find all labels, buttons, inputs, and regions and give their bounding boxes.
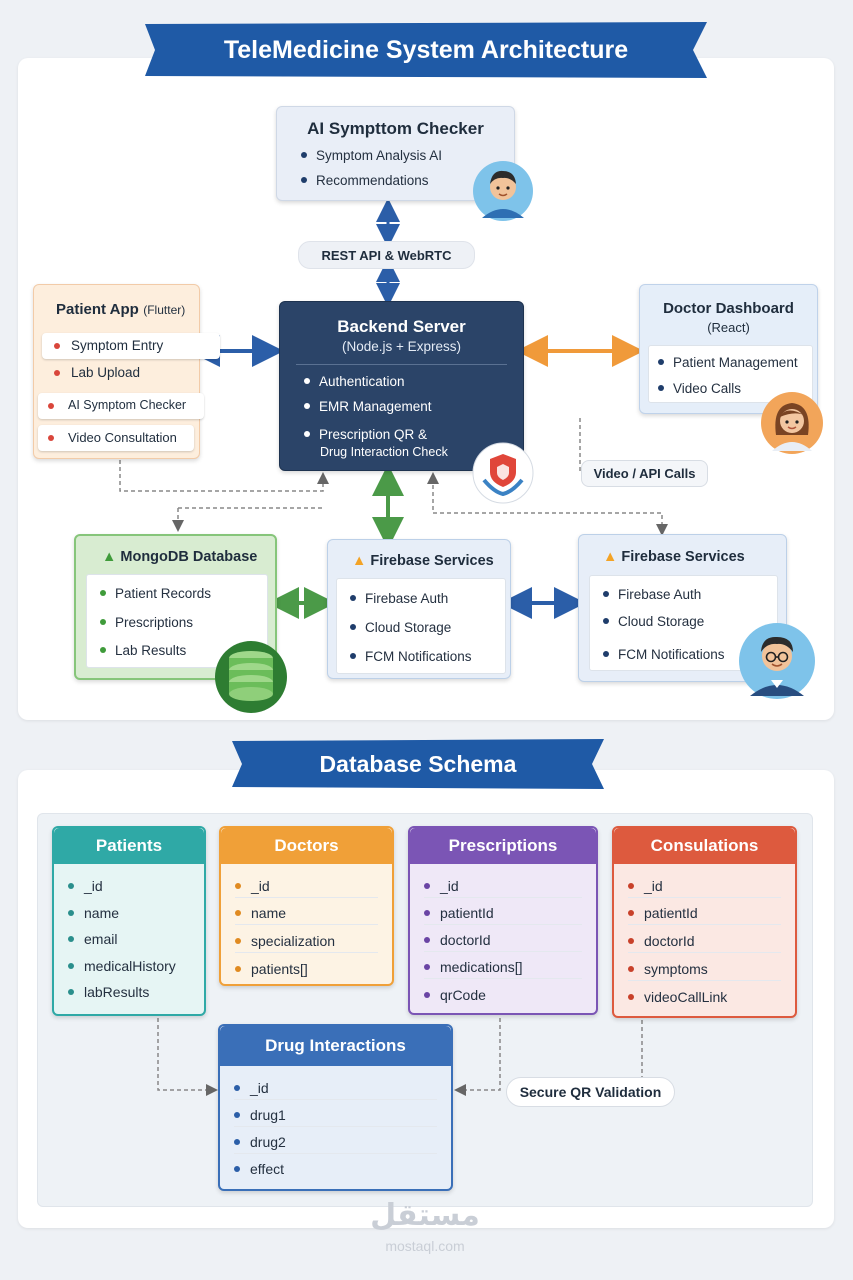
leaf-icon: ▲ xyxy=(102,549,117,565)
table-row: medications[] xyxy=(424,959,582,979)
ai-checker-title: AI Sympttom Checker xyxy=(307,119,484,138)
database-icon xyxy=(215,641,287,713)
doctor-dashboard-item: Video Calls xyxy=(658,381,741,396)
table-row: email xyxy=(68,931,190,950)
prescriptions-table: Prescriptions _id patientId doctorId med… xyxy=(408,826,598,1015)
doctor-dashboard-card: Doctor Dashboard (React) Patient Managem… xyxy=(639,284,818,414)
female-doctor-avatar xyxy=(761,392,823,454)
backend-title: Backend Server xyxy=(337,317,466,336)
watermark-site: mostaql.com xyxy=(385,1238,465,1254)
secure-qr-label: Secure QR Validation xyxy=(506,1077,675,1107)
patient-app-item: Symptom Entry xyxy=(42,333,220,359)
page-title: TeleMedicine System Architecture xyxy=(223,36,629,64)
patients-table: Patients _id name email medicalHistory l… xyxy=(52,826,206,1016)
mongodb-item: Prescriptions xyxy=(100,615,193,630)
firebase1-item: Cloud Storage xyxy=(350,620,451,635)
table-row: _id xyxy=(235,878,378,898)
mongodb-title: ▲ MongoDB Database xyxy=(102,549,258,565)
prescriptions-table-header: Prescriptions xyxy=(410,828,596,864)
doctor-dashboard-title: Doctor Dashboard xyxy=(663,300,794,317)
table-row: name xyxy=(68,905,190,924)
firebase-services-card-2: ▲ Firebase Services Firebase Auth Cloud … xyxy=(578,534,787,682)
table-row: qrCode xyxy=(424,987,582,1006)
patient-app-item: Lab Upload xyxy=(42,360,200,386)
doctors-table-header: Doctors xyxy=(221,828,392,864)
table-row: patientId xyxy=(424,905,582,925)
patients-table-header: Patients xyxy=(54,828,204,864)
firebase-services-card-1: ▲ Firebase Services Firebase Auth Cloud … xyxy=(327,539,511,679)
ai-checker-item: Recommendations xyxy=(301,173,429,188)
firebase1-title: ▲ Firebase Services xyxy=(352,553,494,569)
firebase1-item: Firebase Auth xyxy=(350,591,448,606)
table-row: videoCallLink xyxy=(628,989,781,1008)
backend-subtitle: (Node.js + Express) xyxy=(342,339,461,354)
video-api-label: Video / API Calls xyxy=(581,460,708,487)
doctor-dashboard-item: Patient Management xyxy=(658,355,798,370)
table-row: doctorId xyxy=(424,932,582,952)
drug-interactions-table: Drug Interactions _id drug1 drug2 effect xyxy=(218,1024,453,1191)
firebase2-title: ▲ Firebase Services xyxy=(603,549,745,565)
consultations-table-header: Consulations xyxy=(614,828,795,864)
backend-firebase2-dashed xyxy=(427,472,668,536)
firebase2-item: FCM Notifications xyxy=(603,647,725,662)
backend-item: EMR Management xyxy=(304,399,432,414)
schema-title: Database Schema xyxy=(319,751,517,777)
rest-api-label: REST API & WebRTC xyxy=(298,241,475,269)
drug-interactions-table-header: Drug Interactions xyxy=(220,1026,451,1066)
table-row: specialization xyxy=(235,933,378,953)
table-row: patientId xyxy=(628,905,781,925)
table-row: _id xyxy=(68,878,190,897)
table-row: drug2 xyxy=(234,1134,437,1154)
consultations-table: Consulations _id patientId doctorId symp… xyxy=(612,826,797,1018)
flame-icon: ▲ xyxy=(603,549,618,565)
patient-app-card: Patient App (Flutter) Symptom Entry Lab … xyxy=(33,284,220,459)
patient-app-item: Video Consultation xyxy=(38,425,194,451)
table-row: _id xyxy=(628,878,781,898)
table-row: name xyxy=(235,905,378,925)
schema-banner: Database Schema xyxy=(232,739,604,789)
mongodb-item: Patient Records xyxy=(100,586,211,601)
table-row: labResults xyxy=(68,984,190,1003)
patient-mongo-dashed xyxy=(119,460,329,492)
firebase1-item: FCM Notifications xyxy=(350,649,472,664)
table-row: medicalHistory xyxy=(68,958,190,977)
firebase2-item: Cloud Storage xyxy=(603,614,704,629)
doctor-dashboard-subtitle: (React) xyxy=(707,320,750,335)
flame-icon: ▲ xyxy=(352,553,367,569)
table-row: drug1 xyxy=(234,1107,437,1127)
mongo-link-dashed xyxy=(178,507,323,526)
backend-item-continued: Drug Interaction Check xyxy=(320,445,448,459)
patient-app-title: Patient App (Flutter) xyxy=(56,301,186,318)
mongodb-item: Lab Results xyxy=(100,643,186,658)
table-row: _id xyxy=(424,878,582,898)
prescriptions-drug-dashed xyxy=(454,1018,501,1096)
male-doctor-avatar xyxy=(473,161,533,221)
firebase2-item: Firebase Auth xyxy=(603,587,701,602)
table-row: symptoms xyxy=(628,961,781,981)
table-row: patients[] xyxy=(235,961,378,980)
table-row: _id xyxy=(234,1080,437,1100)
shield-icon xyxy=(472,442,534,504)
backend-item: Authentication xyxy=(304,374,405,389)
doctors-table: Doctors _id name specialization patients… xyxy=(219,826,394,986)
patients-drug-dashed xyxy=(157,1018,218,1096)
watermark-arabic: مستقل xyxy=(370,1199,480,1232)
table-row: doctorId xyxy=(628,933,781,953)
ai-checker-item: Symptom Analysis AI xyxy=(301,148,442,163)
glasses-doctor-avatar xyxy=(739,623,815,699)
patient-app-item: AI Symptom Checker xyxy=(38,393,204,419)
title-banner: TeleMedicine System Architecture xyxy=(145,22,707,78)
table-row: effect xyxy=(234,1161,437,1180)
backend-item: Prescription QR & xyxy=(304,427,427,442)
backend-server-card: Backend Server (Node.js + Express) Authe… xyxy=(279,301,524,471)
